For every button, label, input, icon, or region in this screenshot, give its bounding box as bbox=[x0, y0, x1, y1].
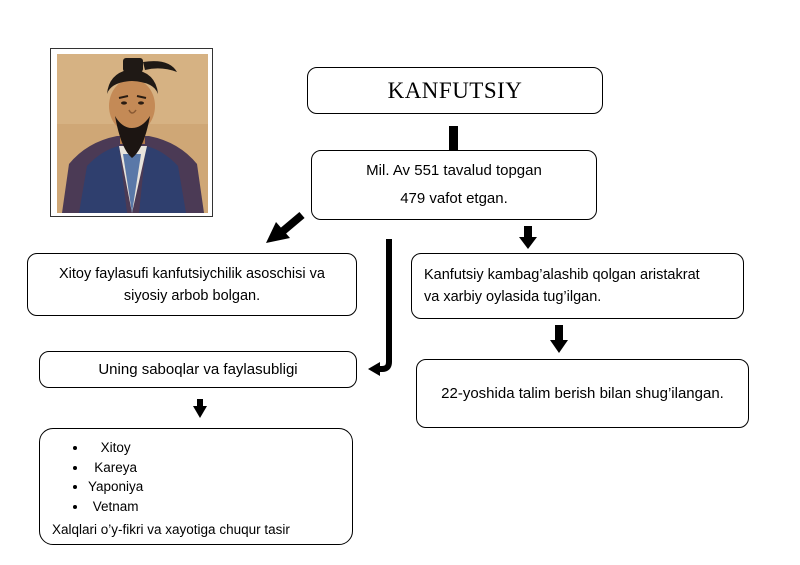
title-box: KANFUTSIY bbox=[307, 67, 603, 114]
arrow-down-left-icon bbox=[266, 211, 305, 243]
philosopher-line-2: siyosiy arbob bolgan. bbox=[123, 287, 261, 304]
teaching-text: 22-yoshida talim berish bilan shug’ilang… bbox=[441, 385, 724, 402]
birth-text: Mil. Av 551 tavalud topgan bbox=[366, 162, 542, 179]
arrow-down-icon bbox=[550, 325, 568, 353]
list-item: Xitoy bbox=[88, 438, 143, 458]
title-text: KANFUTSIY bbox=[387, 77, 523, 103]
countries-list: Xitoy Kareya Yaponiya Vetnam bbox=[40, 438, 143, 516]
origin-line-1: Kanfutsiy kambag’alashib qolgan aristakr… bbox=[424, 267, 700, 283]
influence-note: Xalqlari o’y-fikri va xayotiga chuqur ta… bbox=[52, 522, 290, 537]
connector-bar bbox=[449, 126, 458, 150]
lessons-text: Uning saboqlar va faylasubligi bbox=[98, 361, 298, 378]
death-text: 479 vafot etgan. bbox=[400, 190, 508, 207]
list-item: Vetnam bbox=[88, 497, 143, 517]
portrait-image bbox=[57, 54, 208, 213]
arrow-bent-left-icon bbox=[368, 239, 392, 376]
dates-box: Mil. Av 551 tavalud topgan 479 vafot etg… bbox=[311, 150, 597, 220]
arrow-down-icon bbox=[193, 399, 207, 418]
list-item: Kareya bbox=[88, 458, 143, 478]
philosopher-line-1: Xitoy faylasufi kanfutsiychilik asoschis… bbox=[59, 265, 325, 282]
list-item: Yaponiya bbox=[88, 477, 143, 497]
origin-line-2: va xarbiy oylasida tug’ilgan. bbox=[424, 289, 602, 305]
teaching-box: 22-yoshida talim berish bilan shug’ilang… bbox=[416, 359, 749, 428]
confucius-portrait bbox=[50, 48, 213, 217]
influence-box: Xitoy Kareya Yaponiya Vetnam Xalqlari o’… bbox=[39, 428, 353, 545]
philosopher-box: Xitoy faylasufi kanfutsiychilik asoschis… bbox=[27, 253, 357, 316]
lessons-box: Uning saboqlar va faylasubligi bbox=[39, 351, 357, 388]
arrow-down-icon bbox=[519, 226, 537, 249]
origin-box: Kanfutsiy kambag’alashib qolgan aristakr… bbox=[411, 253, 744, 319]
